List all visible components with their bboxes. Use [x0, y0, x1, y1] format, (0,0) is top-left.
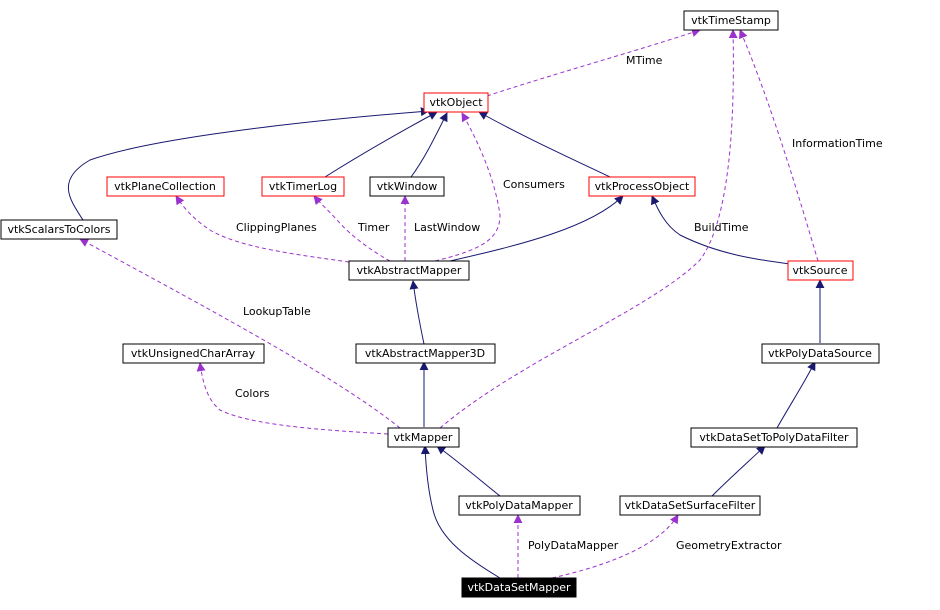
node-vtkprocessobject-label: vtkProcessObject: [595, 180, 690, 193]
inheritance-edges: [68, 107, 825, 579]
node-vtktimerlog-label: vtkTimerLog: [269, 180, 337, 193]
node-vtkprocessobject[interactable]: vtkProcessObject: [588, 176, 696, 197]
nodes: vtkTimeStamp vtkObject vtkPlaneCollectio…: [0, 10, 880, 598]
edge-abstractmapper3d-abstractmapper: [409, 280, 425, 345]
edge-source-processobject: [651, 195, 791, 265]
node-vtktimestamp[interactable]: vtkTimeStamp: [683, 10, 779, 31]
label-lookuptable: LookupTable: [243, 305, 311, 318]
node-vtkpolydatamapper-label: vtkPolyDataMapper: [465, 499, 573, 512]
node-vtkdatasettopolydatafilter-label: vtkDataSetToPolyDataFilter: [699, 431, 849, 444]
node-vtkabstractmapper[interactable]: vtkAbstractMapper: [348, 260, 470, 281]
node-vtkdatasettopolydatafilter[interactable]: vtkDataSetToPolyDataFilter: [690, 427, 858, 448]
edge-polydatamapper-mapper: [436, 445, 501, 497]
node-vtkabstractmapper3d-label: vtkAbstractMapper3D: [365, 347, 485, 360]
node-vtkdatasetsurfacefilter[interactable]: vtkDataSetSurfaceFilter: [619, 495, 761, 516]
edge-mapper-unsignedchararray: [196, 362, 389, 435]
edge-mapper-scalarstocolors: [79, 238, 401, 429]
node-vtkunsignedchararray-label: vtkUnsignedCharArray: [131, 347, 256, 360]
node-vtkdatasetsurfacefilter-label: vtkDataSetSurfaceFilter: [625, 499, 756, 512]
edge-surfacefilter-datasettopolydatafilter: [711, 445, 766, 497]
node-vtkobject-label: vtkObject: [429, 96, 483, 109]
label-informationtime: InformationTime: [792, 137, 883, 150]
edge-datasettopolydatafilter-polydatasource: [776, 361, 816, 429]
label-polydatamapper: PolyDataMapper: [528, 539, 619, 552]
label-buildtime: BuildTime: [694, 221, 749, 234]
node-vtkdatasetmapper[interactable]: vtkDataSetMapper: [461, 577, 577, 598]
node-vtkpolydatasource-label: vtkPolyDataSource: [768, 347, 872, 360]
label-clippingplanes: ClippingPlanes: [236, 221, 317, 234]
edge-datasetmapper-mapper: [420, 445, 501, 579]
edge-scalarstocolors-object: [68, 107, 430, 221]
node-vtkplanecollection[interactable]: vtkPlaneCollection: [106, 176, 225, 197]
node-vtkpolydatasource[interactable]: vtkPolyDataSource: [761, 343, 880, 364]
label-mtime: MTime: [626, 54, 663, 67]
node-vtkpolydatamapper[interactable]: vtkPolyDataMapper: [458, 495, 581, 516]
edge-timerlog-object: [324, 111, 438, 178]
node-vtkscalarstocolors-label: vtkScalarsToColors: [7, 223, 110, 236]
label-geometryextractor: GeometryExtractor: [676, 539, 782, 552]
node-vtkplanecollection-label: vtkPlaneCollection: [114, 180, 216, 193]
edge-abstractmapper-planecollection: [175, 195, 350, 263]
usage-edges: [79, 28, 819, 579]
label-lastwindow: LastWindow: [414, 221, 480, 234]
node-vtksource-label: vtkSource: [793, 264, 848, 277]
node-vtkmapper-label: vtkMapper: [394, 431, 453, 444]
node-vtkscalarstocolors[interactable]: vtkScalarsToColors: [0, 219, 118, 240]
node-vtkdatasetmapper-label: vtkDataSetMapper: [467, 581, 570, 594]
node-vtkabstractmapper-label: vtkAbstractMapper: [357, 264, 462, 277]
node-vtkwindow-label: vtkWindow: [377, 180, 438, 193]
edge-mapper-timestamp: [439, 29, 738, 429]
node-vtktimestamp-label: vtkTimeStamp: [691, 14, 771, 27]
label-colors: Colors: [235, 387, 270, 400]
edge-window-object: [410, 112, 448, 178]
edge-abstractmapper-processobject: [449, 195, 624, 262]
edge-abstractmapper-timerlog: [313, 195, 391, 262]
node-vtktimerlog[interactable]: vtkTimerLog: [261, 176, 345, 197]
node-vtkunsignedchararray[interactable]: vtkUnsignedCharArray: [122, 343, 265, 364]
edge-abstractmapper-object: [434, 112, 501, 262]
node-vtkmapper[interactable]: vtkMapper: [387, 427, 460, 448]
edge-labels: MTime InformationTime Consumers Clipping…: [235, 54, 883, 552]
label-timer: Timer: [357, 221, 390, 234]
node-vtksource[interactable]: vtkSource: [787, 260, 854, 281]
node-vtkobject[interactable]: vtkObject: [423, 92, 489, 113]
edge-object-timestamp: [486, 28, 701, 97]
node-vtkwindow[interactable]: vtkWindow: [369, 176, 445, 197]
edge-processobject-object: [478, 111, 611, 178]
node-vtkabstractmapper3d[interactable]: vtkAbstractMapper3D: [355, 343, 496, 364]
label-consumers: Consumers: [503, 178, 565, 191]
